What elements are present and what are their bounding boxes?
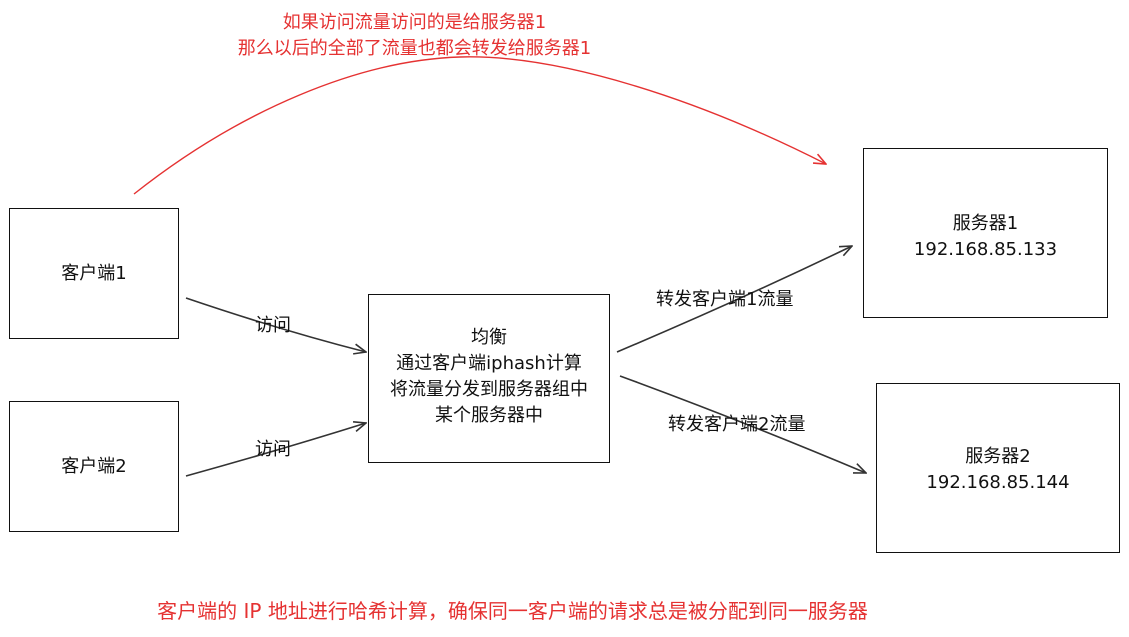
load-balancer-box: 均衡 通过客户端iphash计算 将流量分发到服务器组中 某个服务器中 <box>368 294 610 463</box>
client2-visit-label: 访问 <box>255 439 291 460</box>
client2-box: 客户端2 <box>9 401 179 532</box>
sticky-route-red-arrow <box>133 56 826 195</box>
balancer-to-server1-arrow <box>616 246 852 353</box>
ip-hash-explanation-text: 客户端的 IP 地址进行哈希计算，确保同一客户端的请求总是被分配到同一服务器 <box>157 599 868 623</box>
client2-to-balancer-arrow <box>185 423 366 477</box>
client1-to-balancer-arrow <box>185 297 366 352</box>
sticky-routing-note-line-2: 那么以后的全部了流量也都会转发给服务器1 <box>237 38 592 59</box>
client1-visit-label: 访问 <box>255 315 291 336</box>
server1-ip: 192.168.85.133 <box>913 239 1058 260</box>
client1-box: 客户端1 <box>9 208 179 339</box>
sticky-routing-note: 如果访问流量访问的是给服务器1 那么以后的全部了流量也都会转发给服务器1 <box>0 10 1129 62</box>
forward-client1-label: 转发客户端1流量 <box>656 289 794 310</box>
client2-label: 客户端2 <box>61 455 127 477</box>
sticky-routing-note-line-1: 如果访问流量访问的是给服务器1 <box>282 12 547 33</box>
balancer-line-2: 通过客户端iphash计算 <box>396 353 582 374</box>
forward-client2-label: 转发客户端2流量 <box>668 414 806 435</box>
server2-box: 服务器2 192.168.85.144 <box>876 383 1120 553</box>
server2-ip: 192.168.85.144 <box>926 472 1070 493</box>
balancer-to-server2-arrow <box>619 375 866 473</box>
balancer-line-4: 某个服务器中 <box>435 405 543 426</box>
balancer-line-3: 将流量分发到服务器组中 <box>390 379 588 400</box>
client1-label: 客户端1 <box>61 262 127 284</box>
server2-name: 服务器2 <box>965 446 1031 467</box>
server1-name: 服务器1 <box>952 213 1019 234</box>
balancer-line-1: 均衡 <box>471 327 507 348</box>
ip-hash-explanation: 客户端的 IP 地址进行哈希计算，确保同一客户端的请求总是被分配到同一服务器 <box>0 598 1129 624</box>
server1-box: 服务器1 192.168.85.133 <box>863 148 1108 318</box>
